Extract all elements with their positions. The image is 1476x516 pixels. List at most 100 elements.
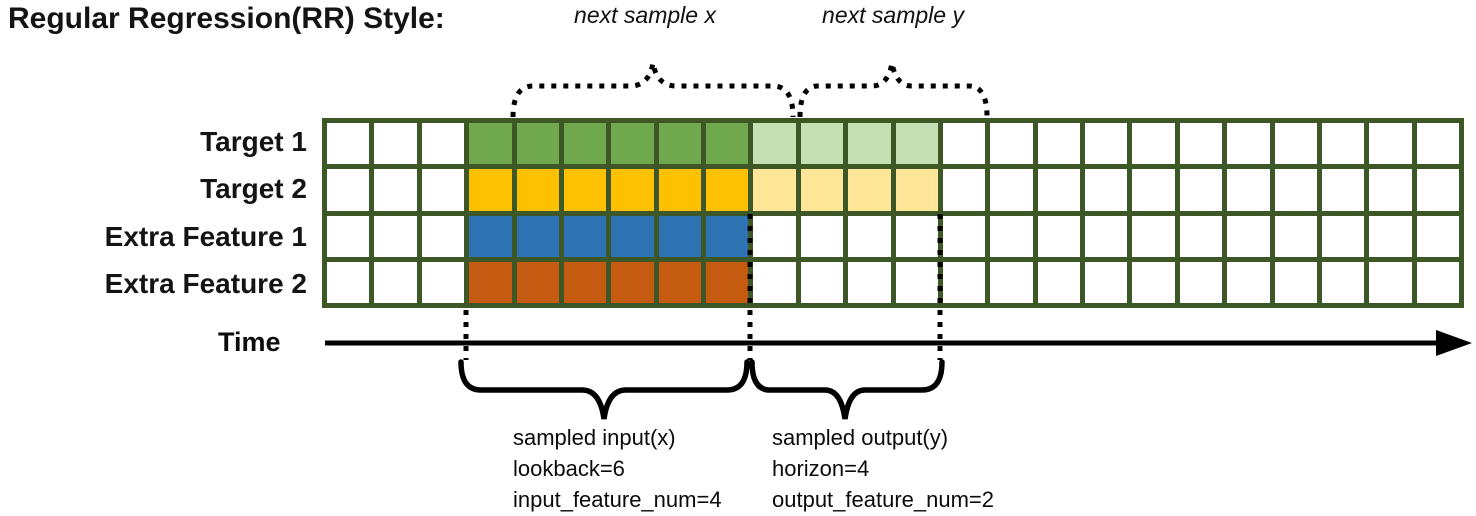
grid-cell [800, 261, 844, 303]
grid-cell [753, 123, 796, 165]
time-label: Time [218, 327, 281, 357]
grid-cell [421, 215, 465, 257]
grid-cell [1274, 123, 1317, 165]
diagram-title: Regular Regression(RR) Style: [8, 2, 445, 35]
next-sample-y-label: next sample y [822, 2, 964, 28]
grid-cell [1227, 169, 1270, 211]
grid-cell [1369, 261, 1412, 303]
grid-cell [611, 261, 654, 303]
grid-cell [563, 261, 607, 303]
grid-cell [1179, 215, 1223, 257]
grid-cell [1321, 169, 1365, 211]
grid-cell [1416, 123, 1459, 165]
grid-cell [990, 261, 1033, 303]
grid-cell [421, 169, 465, 211]
grid-cell [990, 215, 1033, 257]
grid-cell [706, 169, 749, 211]
grid-cell [1132, 169, 1175, 211]
grid-cell [706, 261, 749, 303]
grid-cell [848, 215, 891, 257]
grid-cell [1179, 123, 1223, 165]
grid-cell [327, 169, 370, 211]
grid-cell [1085, 261, 1128, 303]
grid-cell [611, 123, 654, 165]
grid-cell [848, 261, 891, 303]
grid-cell [753, 169, 796, 211]
next-sample-x-label: next sample x [574, 2, 716, 28]
grid-cell [469, 169, 512, 211]
grid-cell [990, 169, 1033, 211]
grid-cell [1179, 169, 1223, 211]
row-label: Target 1 [200, 125, 307, 157]
grid-cell [563, 215, 607, 257]
grid-cell [942, 169, 986, 211]
grid-cell [327, 215, 370, 257]
sampled-input-brace [458, 359, 750, 420]
grid-cell [658, 123, 701, 165]
grid-cell [1321, 123, 1365, 165]
grid-cell [1274, 215, 1317, 257]
grid-cell [753, 261, 796, 303]
row-label: Extra Feature 1 [104, 220, 307, 252]
grid-cell [1132, 123, 1175, 165]
grid-cell [848, 169, 891, 211]
grid-cell [1037, 261, 1080, 303]
grid-cell [1132, 215, 1175, 257]
row-label: Target 2 [200, 173, 307, 205]
grid-cell [1227, 123, 1270, 165]
grid-cell [1369, 169, 1412, 211]
grid-cell [374, 261, 417, 303]
grid-cell [469, 123, 512, 165]
grid-cell [895, 169, 938, 211]
grid-cell [327, 123, 370, 165]
grid-cell [563, 169, 607, 211]
row-label: Extra Feature 2 [104, 268, 307, 300]
input-feature-num-line: input_feature_num=4 [513, 487, 722, 512]
grid-cell [706, 123, 749, 165]
grid-cell [327, 261, 370, 303]
next-sample-y-brace [797, 62, 990, 118]
grid-cell [800, 215, 844, 257]
grid-cell [1321, 215, 1365, 257]
grid-cell [895, 215, 938, 257]
grid-cell [1179, 261, 1223, 303]
lookback-line: lookback=6 [513, 456, 625, 481]
grid-cell [421, 261, 465, 303]
grid-cell [611, 169, 654, 211]
sampled-output-line: sampled output(y) [772, 425, 949, 450]
grid-cell [1416, 261, 1459, 303]
grid-cell [800, 123, 844, 165]
grid-cell [895, 261, 938, 303]
grid-cell [800, 169, 844, 211]
grid-cell [469, 261, 512, 303]
grid-cell [516, 123, 559, 165]
grid-cell [516, 215, 559, 257]
sampled-input-line: sampled input(x) [513, 425, 676, 450]
grid-cell [942, 123, 986, 165]
sampled-output-brace [749, 359, 945, 420]
grid-cell [658, 169, 701, 211]
grid-cell [1037, 169, 1080, 211]
sampled-output-text: sampled output(y) horizon=4 output_featu… [772, 422, 994, 515]
next-sample-x-brace [510, 62, 796, 118]
grid-cell [1037, 215, 1080, 257]
grid-cell [1416, 215, 1459, 257]
grid-cell [942, 261, 986, 303]
output-feature-num-line: output_feature_num=2 [772, 487, 995, 512]
grid-cell [421, 123, 465, 165]
grid-cell [1037, 123, 1080, 165]
grid-cell [658, 215, 701, 257]
grid-cell [1416, 169, 1459, 211]
grid-cell [658, 261, 701, 303]
grid-cell [990, 123, 1033, 165]
grid-cell [1227, 215, 1270, 257]
grid-cell [706, 215, 749, 257]
grid-cell [848, 123, 891, 165]
grid-cell [516, 169, 559, 211]
sample-grid [322, 118, 1464, 308]
grid-cell [1132, 261, 1175, 303]
grid-cell [1369, 123, 1412, 165]
grid-cell [516, 261, 559, 303]
